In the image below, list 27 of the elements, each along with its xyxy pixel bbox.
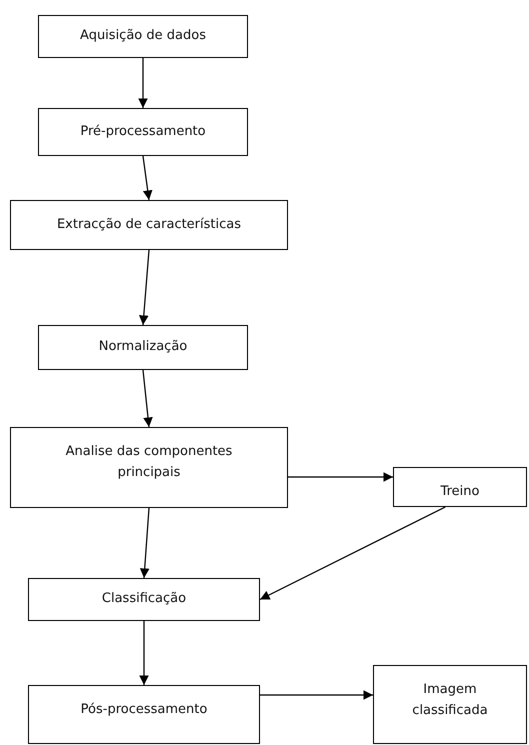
process-box	[393, 467, 527, 507]
arrow	[138, 250, 150, 326]
arrow	[139, 621, 149, 685]
arrow	[260, 506, 446, 600]
box-label: Normalização	[98, 338, 188, 356]
box-label: Imagem classificada	[411, 681, 489, 720]
arrow	[138, 58, 148, 108]
box-label: Classificação	[102, 590, 186, 608]
box-label: Treino	[440, 483, 480, 501]
process-box	[28, 578, 260, 621]
process-box	[10, 427, 288, 508]
arrow	[142, 156, 152, 200]
arrow	[140, 508, 150, 578]
box-label: Aquisição de dados	[80, 27, 206, 46]
arrow	[142, 370, 153, 428]
process-box	[10, 200, 288, 250]
process-box	[28, 685, 260, 744]
box-label: Pré-processamento	[80, 122, 206, 141]
process-box	[38, 325, 248, 370]
process-box	[373, 665, 527, 744]
arrow	[260, 690, 373, 700]
arrow	[288, 472, 393, 482]
process-box	[38, 108, 248, 156]
process-box	[38, 15, 248, 58]
box-label: Extracção de características	[56, 216, 242, 234]
box-label: Analise das componentes principais	[64, 443, 234, 482]
box-label: Pós-processamento	[80, 701, 208, 719]
